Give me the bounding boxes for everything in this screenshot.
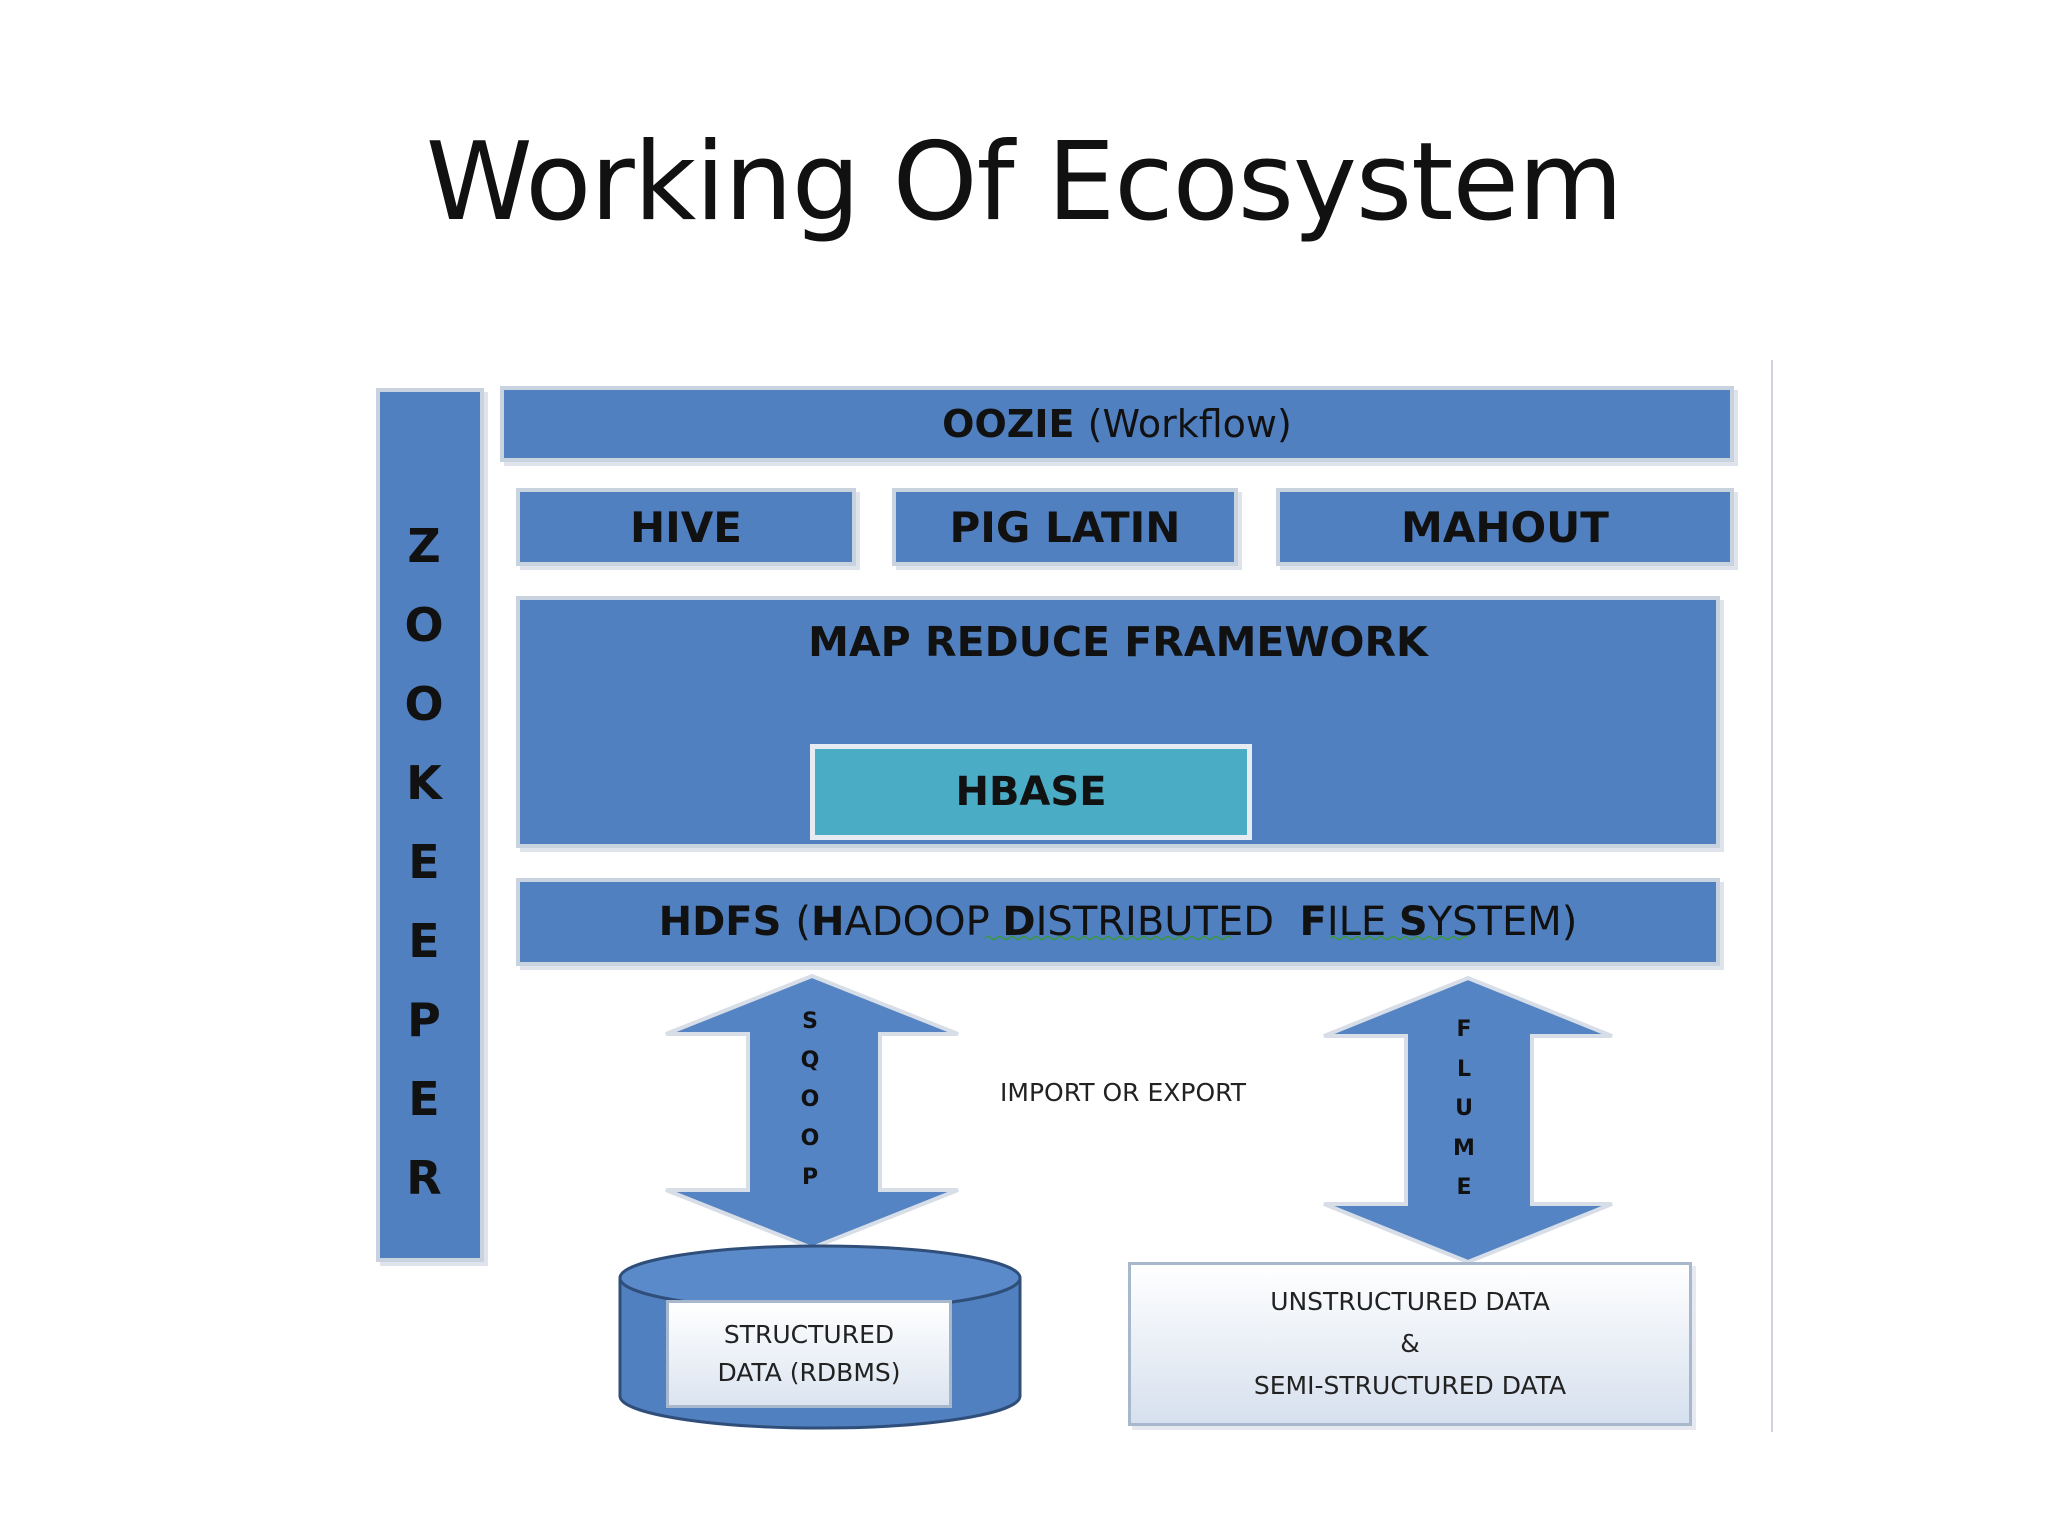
slide-divider-line [1771, 360, 1773, 1432]
zookeeper-letter: E [408, 835, 440, 889]
hbase-label: HBASE [955, 769, 1107, 815]
hdfs-initial: D [1002, 899, 1036, 945]
sqoop-letter: Q [800, 1048, 820, 1073]
zookeeper-letter: R [406, 1151, 442, 1205]
spellcheck-underline [1329, 935, 1469, 941]
pig-latin-label: PIG LATIN [949, 502, 1181, 552]
flume-label: F L U M E [1444, 1010, 1484, 1208]
hive-label: HIVE [630, 502, 742, 552]
mapreduce-label: MAP REDUCE FRAMEWORK [808, 618, 1428, 666]
import-export-label: IMPORT OR EXPORT [1000, 1078, 1246, 1107]
slide-title: Working Of Ecosystem [425, 120, 1623, 245]
unstructured-line-3: SEMI-STRUCTURED DATA [1253, 1371, 1567, 1400]
zookeeper-letter: K [406, 756, 442, 810]
zookeeper-letter: E [408, 1072, 440, 1126]
flume-letter: U [1455, 1096, 1473, 1121]
structured-line-2: DATA (RDBMS) [717, 1358, 901, 1387]
sqoop-label: S Q O O P [790, 1002, 830, 1197]
zookeeper-letter: O [404, 598, 444, 652]
hdfs-label: HDFS [658, 899, 782, 945]
zookeeper-letter: O [404, 677, 444, 731]
flume-letter: F [1456, 1017, 1472, 1042]
oozie-note: (Workflow) [1087, 402, 1292, 446]
mahout-box: MAHOUT [1276, 488, 1734, 566]
sqoop-letter: P [801, 1165, 819, 1190]
zookeeper-letter: P [407, 993, 441, 1047]
hdfs-paren: ) [1561, 899, 1578, 945]
flume-letter: E [1456, 1175, 1472, 1200]
sqoop-letter: O [800, 1087, 820, 1112]
unstructured-data-box: UNSTRUCTURED DATA & SEMI-STRUCTURED DATA [1128, 1262, 1692, 1426]
hive-box: HIVE [516, 488, 856, 566]
pig-latin-box: PIG LATIN [892, 488, 1238, 566]
oozie-label: OOZIE [942, 402, 1075, 446]
sqoop-letter: O [800, 1126, 820, 1151]
structured-data-label: STRUCTURED DATA (RDBMS) [666, 1300, 952, 1408]
hdfs-initial: H [810, 899, 845, 945]
hdfs-initial: F [1299, 899, 1327, 945]
spellcheck-underline [984, 935, 1232, 941]
unstructured-line-1: UNSTRUCTURED DATA [1270, 1287, 1550, 1316]
structured-line-1: STRUCTURED [723, 1320, 895, 1349]
hdfs-paren: ( [795, 899, 811, 945]
zookeeper-letter: Z [407, 519, 441, 573]
hdfs-word: ADOOP [844, 899, 1003, 945]
mahout-label: MAHOUT [1401, 502, 1609, 552]
flume-letter: L [1456, 1056, 1472, 1082]
flume-letter: M [1453, 1135, 1475, 1161]
unstructured-line-2: & [1400, 1329, 1420, 1358]
sqoop-letter: S [802, 1009, 818, 1034]
zookeeper-bar: Z O O K E E P E R [376, 388, 484, 1262]
hbase-box: HBASE [810, 744, 1252, 840]
zookeeper-letter: E [408, 914, 440, 968]
oozie-box: OOZIE (Workflow) [500, 386, 1734, 462]
